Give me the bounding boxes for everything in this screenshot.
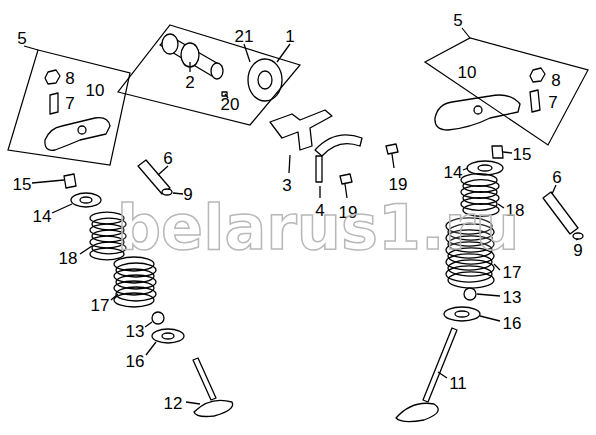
retainer-bore	[478, 165, 492, 171]
cam-lobe	[162, 34, 178, 54]
callout-number: 5	[453, 12, 462, 29]
retainer	[152, 329, 184, 343]
bearing-bore	[258, 71, 272, 89]
callout-number: 14	[33, 208, 52, 225]
retainer	[467, 161, 503, 175]
bolt	[386, 144, 398, 168]
callout-number: 20	[221, 96, 240, 113]
part-group: 21 1 2 20	[114, 20, 306, 130]
o-ring	[573, 233, 583, 239]
rocker-bore	[78, 126, 86, 134]
group-outline	[420, 10, 592, 150]
valve-stem	[193, 358, 216, 400]
callout-number: 8	[65, 70, 74, 87]
callout-number: 1	[285, 28, 294, 45]
nut	[530, 68, 545, 82]
callout-number: 7	[65, 95, 74, 112]
callout-number: 18	[59, 250, 78, 267]
keeper	[64, 174, 76, 188]
valve-head	[194, 400, 233, 416]
leader-line	[24, 46, 38, 50]
callout-number: 3	[282, 177, 291, 194]
callout-number: 2	[185, 74, 194, 91]
shaft-end	[211, 63, 223, 79]
callout-number: 15	[513, 146, 532, 163]
adjusting-screw	[50, 93, 58, 114]
o-ring	[162, 189, 172, 195]
valve-spring	[114, 257, 156, 307]
callout-number: 12	[164, 395, 183, 412]
callout-number: 6	[552, 169, 561, 186]
callout-number: 10	[86, 82, 105, 99]
valve-head	[396, 403, 438, 421]
callout-number: 21	[235, 28, 254, 45]
nut	[45, 70, 60, 84]
rocker-arm	[435, 95, 520, 130]
callout-number: 8	[551, 72, 560, 89]
group-bracket	[8, 50, 130, 165]
group-bracket	[425, 38, 588, 145]
callout-number: 13	[126, 323, 145, 340]
leader-lines	[32, 44, 578, 404]
callout-number: 5	[17, 30, 26, 47]
callout-number: 10	[458, 64, 477, 81]
keeper	[464, 288, 476, 300]
retainer-bore	[455, 311, 469, 317]
group-outline	[114, 20, 306, 130]
retainer-bore	[80, 197, 92, 203]
group-bracket	[118, 25, 300, 125]
callout-number: 6	[163, 150, 172, 167]
leader-line	[462, 28, 470, 38]
bolt	[340, 174, 352, 198]
callout-number: 15	[13, 176, 32, 193]
callout-number: 9	[573, 242, 582, 259]
callout-number: 16	[126, 353, 145, 370]
callout-number: 7	[548, 94, 557, 111]
watermark: belarus1.ru	[117, 197, 520, 259]
rocker-bore	[474, 106, 482, 114]
adjusting-screw	[530, 90, 540, 112]
callout-number: 13	[503, 289, 522, 306]
callout-number: 11	[449, 375, 467, 392]
keeper	[492, 146, 503, 158]
strap	[315, 135, 362, 156]
pin	[316, 156, 322, 182]
callout-number: 17	[503, 264, 522, 281]
part-group: 5 10 8 7	[420, 10, 592, 150]
retainer-bore	[162, 333, 174, 339]
callout-number: 17	[91, 297, 110, 314]
callout-number: 19	[389, 176, 408, 193]
leader-line	[289, 155, 290, 173]
push-rod	[543, 192, 578, 234]
retainer	[444, 307, 480, 321]
rocker-arm	[45, 118, 110, 151]
part-group: 5 8 7 10	[4, 25, 134, 170]
callout-number: 16	[503, 315, 522, 332]
keeper	[152, 312, 164, 324]
retainer	[71, 193, 101, 207]
callout-number: 14	[444, 164, 463, 181]
bearing	[248, 59, 282, 101]
